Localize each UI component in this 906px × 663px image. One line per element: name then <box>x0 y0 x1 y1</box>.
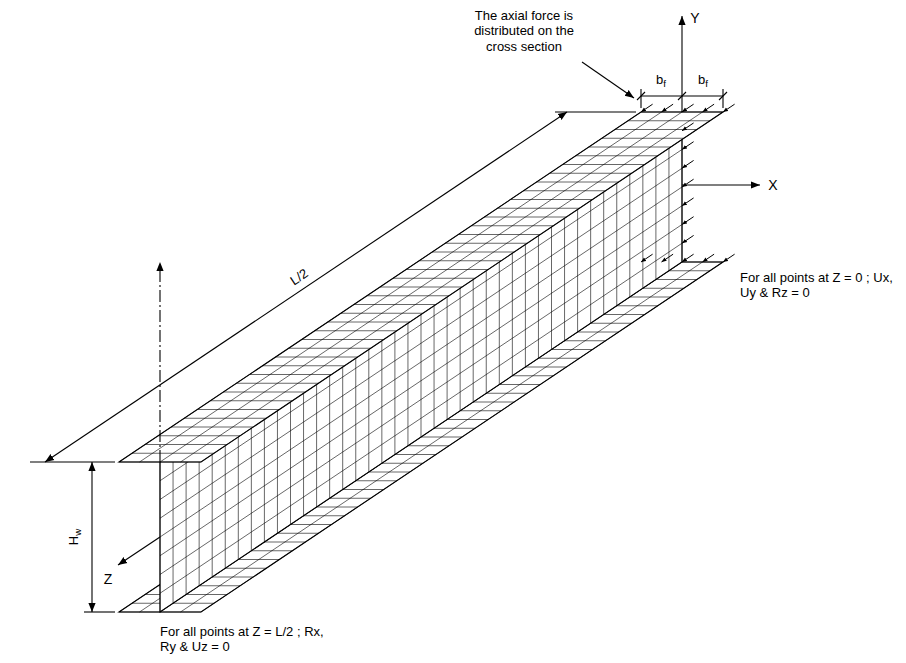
mesh-line <box>140 112 662 462</box>
axis-label: Z <box>104 571 113 588</box>
load-arrow <box>662 254 674 262</box>
load-arrow <box>682 179 694 187</box>
boundary-note: For all points at Z = 0 ; Ux, Uy & Rz = … <box>740 270 898 301</box>
dimension-label: Hw <box>66 529 83 545</box>
mesh-line <box>160 187 682 537</box>
beam-mesh <box>119 112 723 612</box>
load-arrow <box>682 104 694 112</box>
extension-line <box>30 461 115 462</box>
load-arrow <box>682 235 694 243</box>
dimension-tick <box>719 92 727 100</box>
dimension-line <box>45 112 567 462</box>
axial-load-arrows <box>641 104 735 262</box>
note-text: The axial force is distributed on the cr… <box>460 8 588 54</box>
load-arrow <box>682 198 694 206</box>
load-arrow <box>682 254 694 262</box>
load-arrow <box>682 142 694 150</box>
axis-label: Y <box>690 10 699 27</box>
mesh-line <box>181 112 703 462</box>
mesh-line <box>160 243 682 593</box>
face-outline <box>119 112 723 462</box>
extension-line <box>555 111 636 112</box>
dimension-tick <box>678 92 686 100</box>
axis-label: X <box>768 177 777 194</box>
dimension-line <box>91 462 92 612</box>
load-arrow <box>682 123 694 131</box>
mesh-line <box>160 112 682 462</box>
load-arrow <box>682 160 694 168</box>
subscript: f <box>705 78 708 89</box>
dimension-tick <box>637 92 645 100</box>
dimension-label: bf <box>656 72 666 89</box>
label-main: b <box>698 72 705 87</box>
load-arrow <box>682 217 694 225</box>
x-axis <box>682 184 760 185</box>
load-arrow <box>641 104 653 112</box>
top-flange <box>119 112 723 462</box>
mesh-line <box>160 168 682 518</box>
subscript: f <box>663 78 666 89</box>
mesh-line <box>201 112 723 462</box>
subscript: w <box>72 529 83 536</box>
mesh-line <box>119 112 641 462</box>
load-arrow <box>662 104 674 112</box>
mesh-line <box>160 112 682 462</box>
load-arrow <box>703 104 715 112</box>
load-arrow <box>723 104 735 112</box>
load-arrow <box>641 254 653 262</box>
z-axis <box>118 537 160 565</box>
label-main: b <box>656 72 663 87</box>
extension-line <box>84 611 115 612</box>
extension-line <box>640 89 641 108</box>
extension-line <box>722 89 723 108</box>
load-arrow <box>723 254 735 262</box>
mesh-line <box>160 150 682 500</box>
leader-line <box>582 62 634 98</box>
local-axis <box>159 262 160 462</box>
dimension-label: bf <box>698 72 708 89</box>
dimension-label: L/2 <box>287 266 311 289</box>
label-main: H <box>66 536 81 545</box>
mesh-line <box>160 206 682 556</box>
y-axis <box>681 16 682 112</box>
load-arrow <box>703 254 715 262</box>
boundary-note: For all points at Z = L/2 ; Rx, Ry & Uz … <box>160 624 330 655</box>
